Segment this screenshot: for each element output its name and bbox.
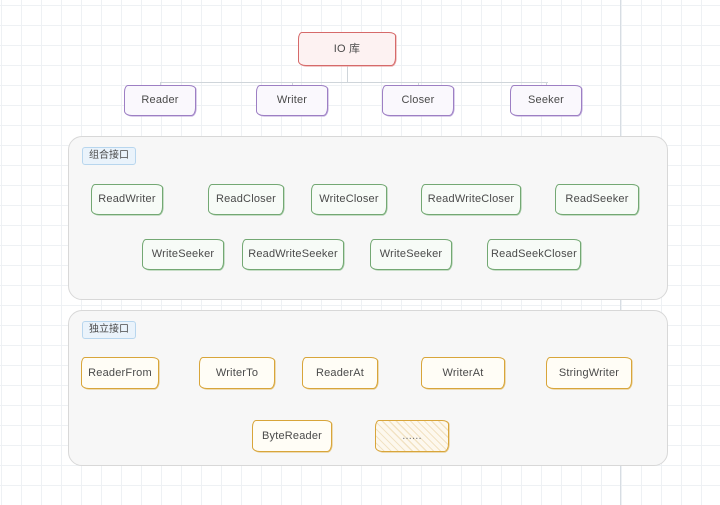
node-label: ReadWriteSeeker (248, 248, 338, 261)
node-label: IO 库 (333, 42, 361, 55)
node-bytereader[interactable]: ByteReader (252, 420, 332, 452)
node-label: WriteSeeker (151, 248, 215, 261)
node-label: Seeker (527, 94, 565, 107)
node-label: ReadSeeker (565, 193, 629, 206)
node-label: ByteReader (261, 429, 323, 442)
node-label: ReadWriteCloser (427, 193, 515, 206)
node-label: ReaderAt (315, 366, 365, 379)
node-label: ReaderFrom (88, 366, 152, 379)
node-label: StringWriter (558, 366, 620, 379)
node-readseeker[interactable]: ReadSeeker (555, 184, 639, 215)
node-stringwriter[interactable]: StringWriter (546, 357, 632, 389)
node-io-library[interactable]: IO 库 (298, 32, 396, 66)
node-readwriter[interactable]: ReadWriter (91, 184, 163, 215)
connector-bus (160, 82, 548, 83)
node-label: WriteCloser (319, 193, 379, 206)
node-writerat[interactable]: WriterAt (421, 357, 505, 389)
node-label: ReadWriter (98, 193, 156, 206)
node-seeker[interactable]: Seeker (510, 85, 582, 116)
node-label: ReadSeekCloser (491, 248, 577, 261)
group-label-standalone: 独立接口 (82, 321, 136, 339)
node-label: Writer (276, 94, 308, 107)
node-reader[interactable]: Reader (124, 85, 196, 116)
node-ellipsis[interactable]: ...... (375, 420, 449, 452)
node-writeseeker-2[interactable]: WriteSeeker (370, 239, 452, 270)
node-readseekcloser[interactable]: ReadSeekCloser (487, 239, 581, 270)
group-label-text: 独立接口 (89, 324, 129, 335)
connector-root-down (347, 66, 348, 82)
node-writer[interactable]: Writer (256, 85, 328, 116)
node-writerto[interactable]: WriterTo (199, 357, 275, 389)
node-closer[interactable]: Closer (382, 85, 454, 116)
node-label: WriteSeeker (379, 248, 443, 261)
node-readwritecloser[interactable]: ReadWriteCloser (421, 184, 521, 215)
node-label: Closer (401, 94, 435, 107)
node-readcloser[interactable]: ReadCloser (208, 184, 284, 215)
node-label: ReadCloser (215, 193, 277, 206)
node-label: ...... (402, 429, 422, 442)
node-label: WriterAt (442, 366, 484, 379)
node-writecloser[interactable]: WriteCloser (311, 184, 387, 215)
group-composite-interfaces (68, 136, 668, 300)
group-label-composite: 组合接口 (82, 147, 136, 165)
node-readerfrom[interactable]: ReaderFrom (81, 357, 159, 389)
node-readwriteseeker[interactable]: ReadWriteSeeker (242, 239, 344, 270)
node-writeseeker[interactable]: WriteSeeker (142, 239, 224, 270)
node-label: Reader (141, 94, 179, 107)
node-label: WriterTo (215, 366, 259, 379)
node-readerat[interactable]: ReaderAt (302, 357, 378, 389)
group-label-text: 组合接口 (89, 150, 129, 161)
